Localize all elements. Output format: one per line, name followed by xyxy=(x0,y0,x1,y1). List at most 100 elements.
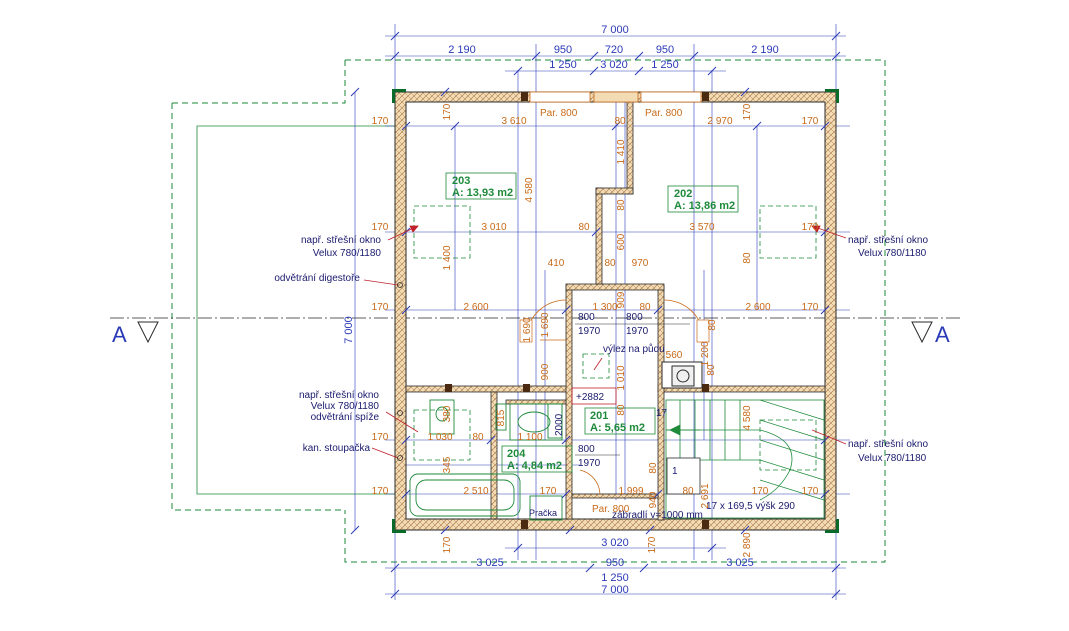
dim-label: 170 xyxy=(742,103,753,120)
dim-label: 970 xyxy=(632,258,649,269)
stairs-drawing xyxy=(665,399,825,519)
dim-label: 1 999 xyxy=(618,486,643,497)
dim-label: 170 xyxy=(802,486,819,497)
outer-dimension-texts: 7 000 2 190 950 720 950 2 190 1 250 3 02… xyxy=(343,24,779,596)
elevation-label: +2882 xyxy=(576,392,605,403)
dim-label: 600 xyxy=(616,233,627,250)
stairs-label: 17 x 169,5 výšk 290 xyxy=(706,501,795,512)
dim-label: 170 xyxy=(802,222,819,233)
dim-bottom-row1: 3 020 xyxy=(601,537,629,549)
dim-label: 170 xyxy=(372,432,389,443)
vestibule-depth-label: 2000 xyxy=(554,413,565,436)
dim-bottom-row3: 1 250 xyxy=(601,572,629,584)
dim-label: 410 xyxy=(548,258,565,269)
stair-mark: 17 xyxy=(656,408,668,419)
stair-box-label: 1 xyxy=(672,466,678,477)
dim-label: 4 580 xyxy=(742,405,753,430)
leader-lines xyxy=(363,225,847,459)
skylight-label-left-top: Velux 780/1180 xyxy=(313,248,382,259)
dim-label: 815 xyxy=(496,409,507,426)
dim-label: 170 xyxy=(647,536,658,553)
dim-top-row2: 2 190 xyxy=(751,44,779,56)
dim-label: 80 xyxy=(472,432,484,443)
dim-label: 80 xyxy=(616,199,627,211)
skylight-label-left-bottom: Velux 780/1180 xyxy=(311,401,380,412)
room-204-area: A: 4,84 m2 xyxy=(507,460,562,472)
window-label: Par. 800 xyxy=(645,108,683,119)
door-height: 1970 xyxy=(578,458,601,469)
room-label-boxes xyxy=(445,172,739,473)
roof-outline xyxy=(171,59,886,563)
dim-top-row2: 950 xyxy=(554,44,572,56)
dim-label: 170 xyxy=(442,103,453,120)
dim-label: 1 030 xyxy=(427,432,452,443)
dim-label: 2 600 xyxy=(745,302,770,313)
dim-overall-left: 7 000 xyxy=(343,316,355,344)
dim-label: 80 xyxy=(682,486,694,497)
vent-hood-label: odvětrání digestoře xyxy=(274,273,360,284)
dim-label: 1 690 xyxy=(540,312,551,337)
room-202-number: 202 xyxy=(674,188,692,200)
dim-label: 80 xyxy=(614,116,626,127)
section-mark-left: A xyxy=(112,322,127,347)
dim-label: 900 xyxy=(540,363,551,380)
dim-top-row2: 720 xyxy=(605,44,623,56)
room-204-number: 204 xyxy=(507,448,526,460)
dim-label: 1 690 xyxy=(522,317,533,342)
attic-access-label: výlez na půdu xyxy=(603,343,665,355)
room-201-area: A: 5,65 m2 xyxy=(590,422,645,434)
dim-label: 80 xyxy=(648,462,659,474)
skylight-label-right-bottom: Velux 780/1180 xyxy=(858,453,927,464)
dim-bottom-row2: 3 025 xyxy=(476,557,504,569)
wall-vents xyxy=(397,282,403,461)
interior-walls xyxy=(405,101,826,521)
dim-label: 560 xyxy=(666,350,683,361)
door-height: 1970 xyxy=(626,326,649,337)
dim-overall-top: 7 000 xyxy=(601,24,629,36)
door-width: 800 xyxy=(626,312,643,323)
dim-label: 3 610 xyxy=(501,116,526,127)
dim-label: 170 xyxy=(802,302,819,313)
window-posts xyxy=(445,92,709,529)
dim-label: 1 100 xyxy=(517,432,542,443)
dim-label: 80 xyxy=(707,319,718,331)
dim-label: 80 xyxy=(742,252,753,264)
annotations: např. střešní okno Velux 780/1180 odvětr… xyxy=(274,235,928,521)
dim-top-row3: 1 250 xyxy=(549,59,577,71)
dim-label: 4 580 xyxy=(524,177,535,202)
door-label-boxes xyxy=(575,323,690,456)
dim-label: 2 890 xyxy=(742,532,753,557)
skylight-label-right-top: Velux 780/1180 xyxy=(858,248,927,259)
interior-dimension-texts: 170 3 610 80 2 970 170 170 3 010 80 3 57… xyxy=(372,116,819,497)
room-203-number: 203 xyxy=(452,175,470,187)
section-mark-right: A xyxy=(935,322,950,347)
dim-label: 170 xyxy=(752,486,769,497)
dim-label: 170 xyxy=(442,536,453,553)
dim-label: 2 510 xyxy=(463,486,488,497)
interior-dimension-ticks xyxy=(401,87,830,535)
door-openings xyxy=(519,319,710,343)
skylight-label-left-top: např. střešní okno xyxy=(301,235,381,246)
dim-label: 380 xyxy=(442,405,453,422)
dim-label: 80 xyxy=(706,364,717,376)
door-height: 1970 xyxy=(578,326,601,337)
interior-dimension-texts-vertical: 170 170 170 170 2 890 4 580 4 580 1 400 … xyxy=(442,103,753,557)
dim-label: 940 xyxy=(648,491,659,508)
dim-label: 1 200 xyxy=(700,341,711,366)
dim-label: 3 570 xyxy=(689,222,714,233)
dim-label: 1 400 xyxy=(442,245,453,270)
chimney xyxy=(661,361,703,389)
dim-top-row3: 3 020 xyxy=(600,59,628,71)
room-201-number: 201 xyxy=(590,410,608,422)
top-windows xyxy=(529,91,702,103)
dim-label: 909 xyxy=(616,291,627,308)
dim-overall-bottom: 7 000 xyxy=(601,584,629,596)
eaves-lines xyxy=(196,125,395,495)
dim-label: 2 970 xyxy=(707,116,732,127)
dim-bottom-row2: 950 xyxy=(606,557,624,569)
vent-pantry-label: odvětrání spíže xyxy=(311,412,380,423)
skylight-outlines xyxy=(413,205,817,471)
door-width: 800 xyxy=(578,444,595,455)
opening-labels: Par. 800 Par. 800 Par. 800 800 1970 800 … xyxy=(540,108,683,515)
